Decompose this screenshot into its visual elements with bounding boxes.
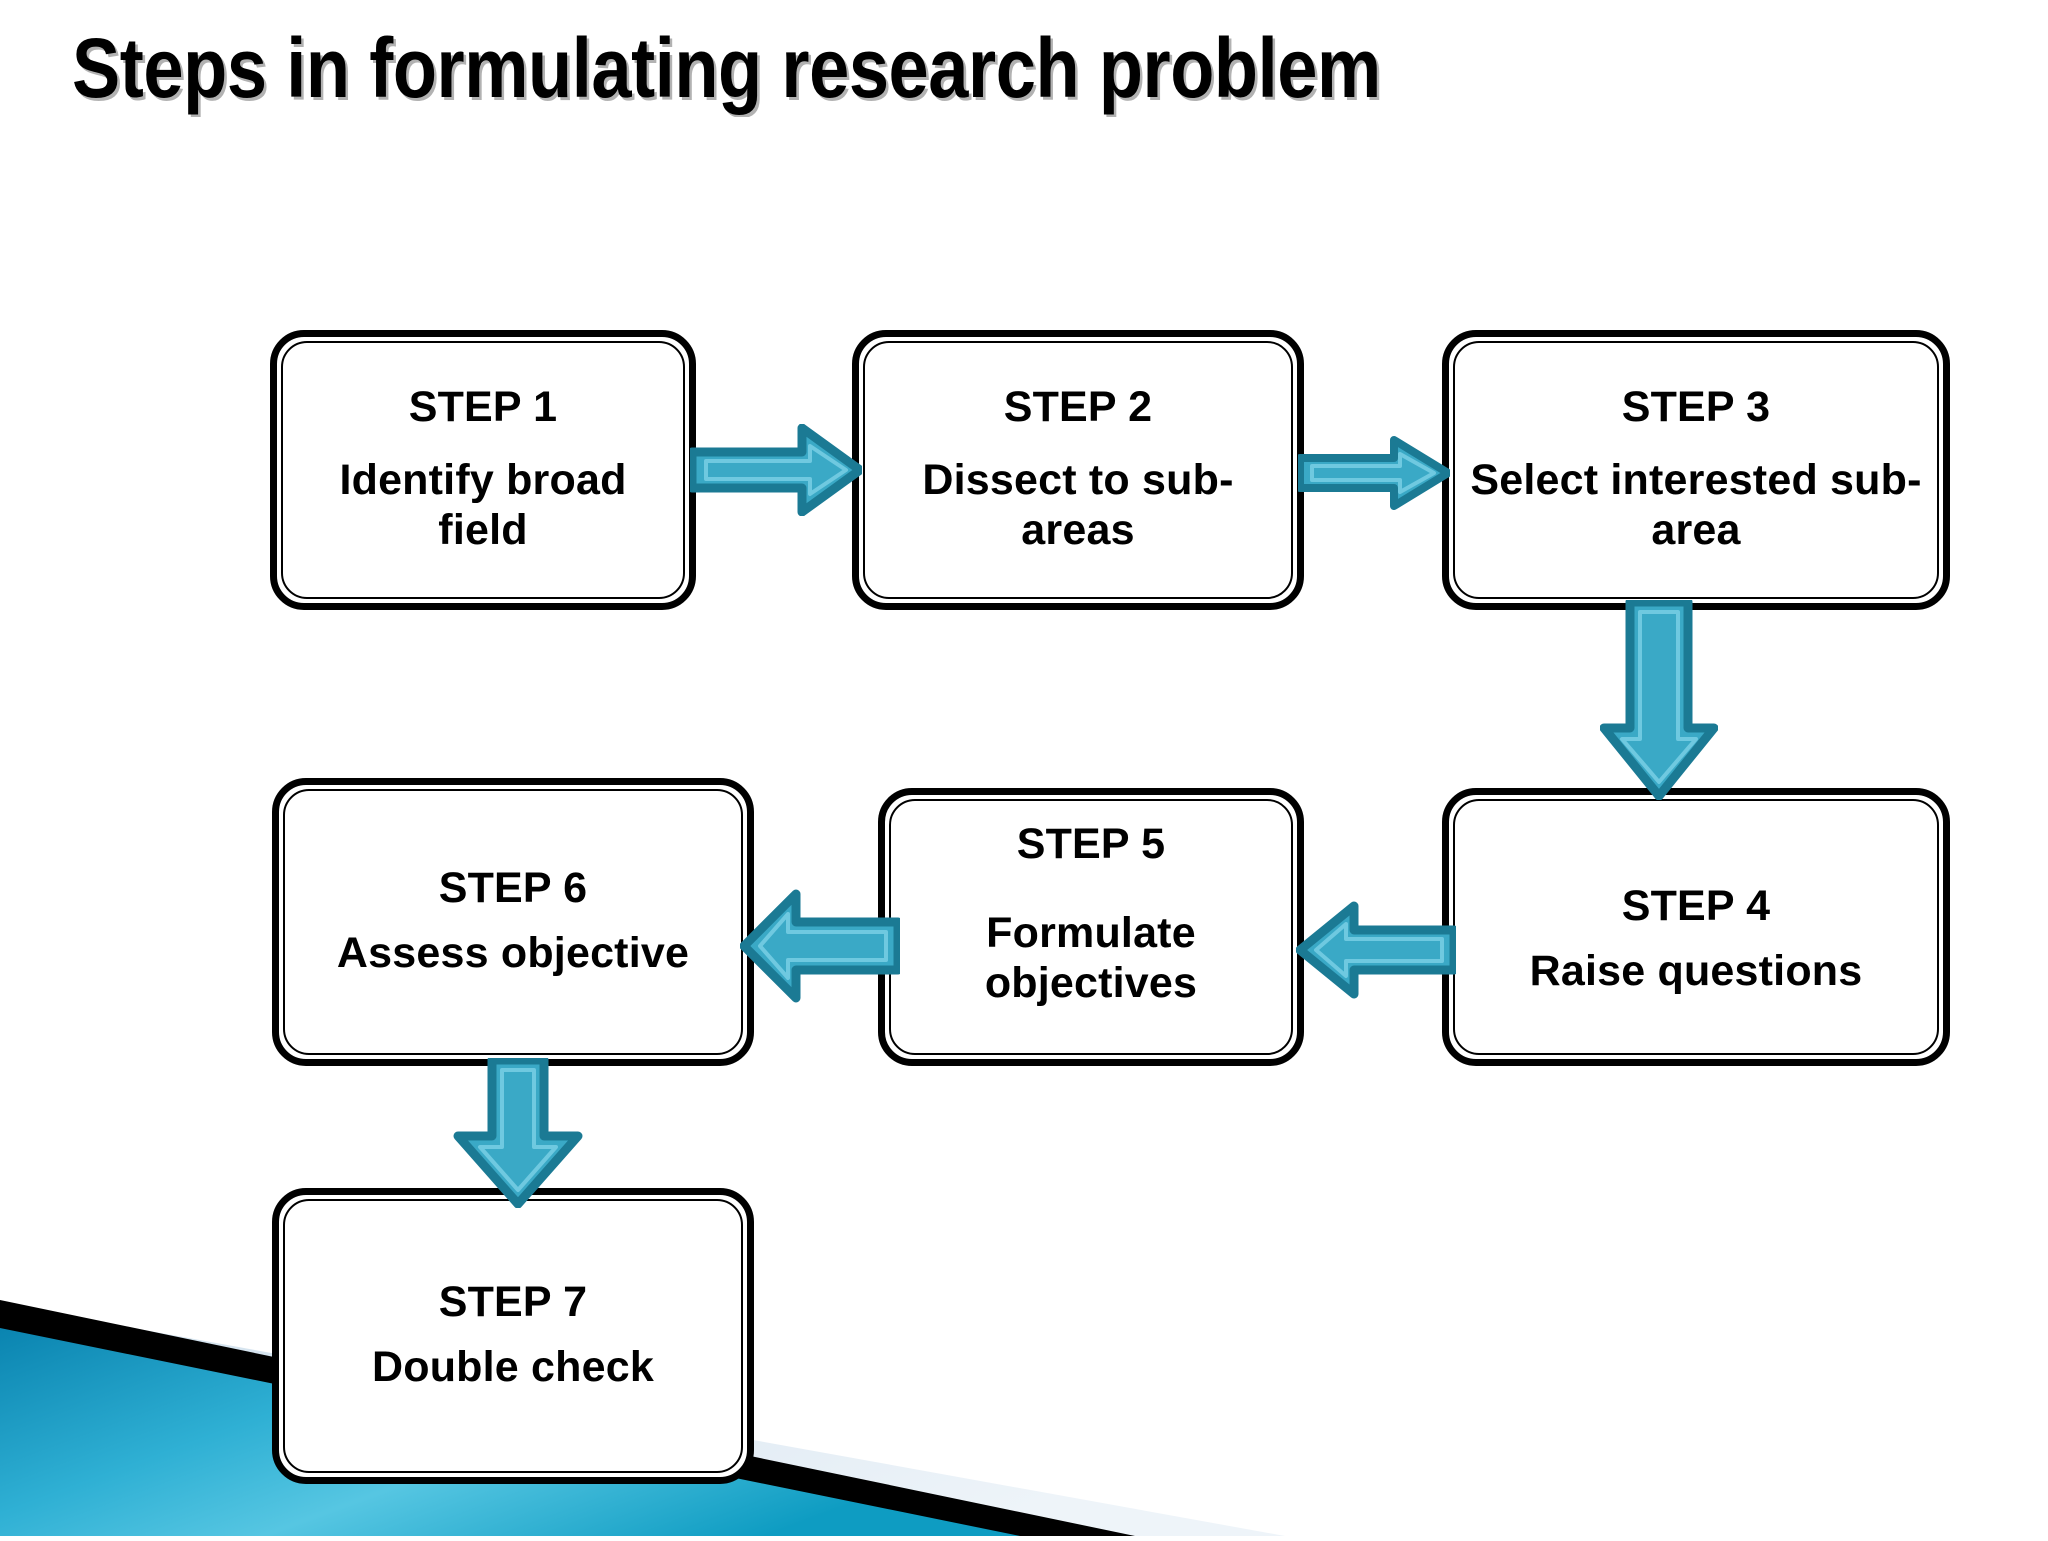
step-3-label: STEP 3: [1621, 382, 1771, 431]
step-box-2[interactable]: STEP 2 Dissect to sub-areas: [852, 330, 1304, 610]
step-4-label: STEP 4: [1621, 881, 1771, 930]
step-1-description: Identify broad field: [339, 456, 627, 555]
step-4-content: STEP 4 Raise questions: [1449, 795, 1943, 1059]
step-2-description: Dissect to sub-areas: [922, 456, 1234, 555]
arrow-step4-to-step5: [1296, 900, 1456, 1000]
step-6-content: STEP 6 Assess objective: [279, 785, 747, 1059]
step-3-description: Select interested sub-area: [1470, 456, 1922, 555]
step-2-label: STEP 2: [1003, 382, 1153, 431]
step-7-description: Double check: [372, 1343, 654, 1392]
page-title: Steps in formulating research problem: [72, 21, 1381, 115]
step-7-content: STEP 7 Double check: [279, 1195, 747, 1477]
arrow-step6-to-step7: [452, 1058, 584, 1208]
step-7-label: STEP 7: [438, 1277, 588, 1326]
arrow-step1-to-step2: [690, 424, 862, 516]
step-box-7[interactable]: STEP 7 Double check: [272, 1188, 754, 1484]
arrow-step5-to-step6: [740, 888, 900, 1004]
step-1-content: STEP 1 Identify broad field: [277, 337, 689, 603]
step-5-description: Formulate objectives: [984, 909, 1198, 1008]
step-box-3[interactable]: STEP 3 Select interested sub-area: [1442, 330, 1950, 610]
step-3-content: STEP 3 Select interested sub-area: [1449, 337, 1943, 603]
step-5-content: STEP 5 Formulate objectives: [885, 795, 1297, 1059]
step-box-1[interactable]: STEP 1 Identify broad field: [270, 330, 696, 610]
step-5-label: STEP 5: [1016, 820, 1166, 868]
arrow-step3-to-step4: [1600, 600, 1718, 800]
step-box-4[interactable]: STEP 4 Raise questions: [1442, 788, 1950, 1066]
step-4-description: Raise questions: [1529, 947, 1863, 996]
step-box-5[interactable]: STEP 5 Formulate objectives: [878, 788, 1304, 1066]
arrow-step2-to-step3: [1298, 436, 1450, 510]
step-6-label: STEP 6: [438, 863, 588, 912]
step-6-description: Assess objective: [336, 929, 690, 978]
step-1-label: STEP 1: [408, 382, 558, 431]
step-2-content: STEP 2 Dissect to sub-areas: [859, 337, 1297, 603]
step-box-6[interactable]: STEP 6 Assess objective: [272, 778, 754, 1066]
